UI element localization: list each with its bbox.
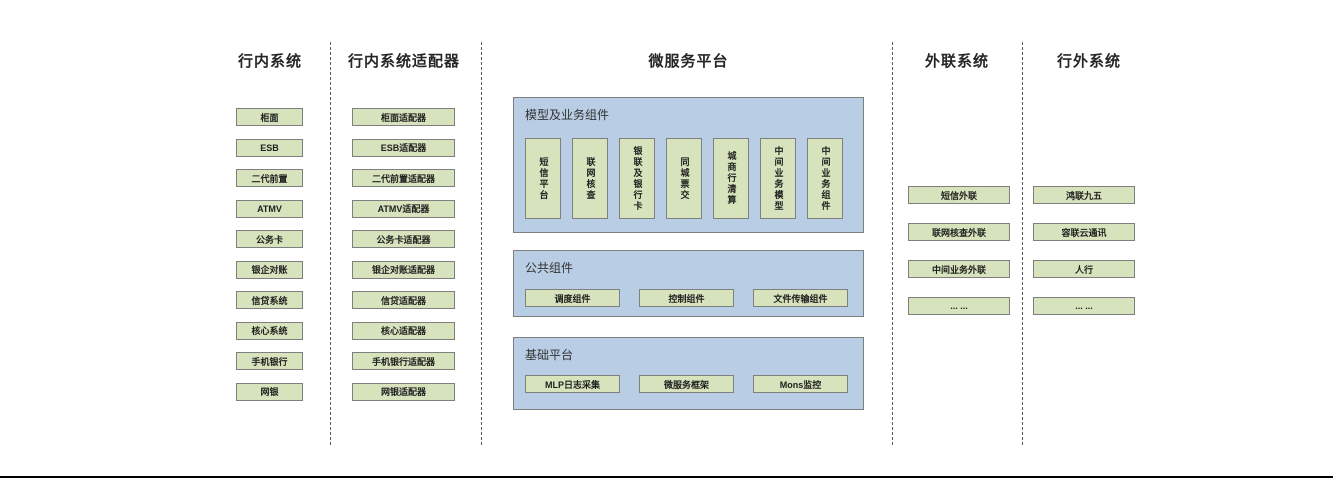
adapter-box: 网银适配器: [352, 382, 455, 401]
external-link-box: 短信外联: [908, 186, 1010, 204]
panel-title: 公共组件: [525, 261, 574, 275]
adapter-box: 柜面适配器: [352, 108, 455, 126]
base-platform-row: MLP日志采集 微服务框架 Mons监控: [525, 375, 848, 393]
column-separator: [330, 42, 331, 445]
outside-system-box: 鸿联九五: [1033, 186, 1135, 204]
system-box: 手机银行: [236, 352, 303, 370]
component-box: MLP日志采集: [525, 375, 620, 393]
adapter-box: 银企对账适配器: [352, 260, 455, 279]
component-box: 中间业务组件: [807, 138, 843, 219]
system-box: 银企对账: [236, 260, 303, 279]
system-box: ESB: [236, 138, 303, 157]
component-box: 中间业务模型: [760, 138, 796, 219]
system-box: 网银: [236, 382, 303, 401]
adapter-box: ESB适配器: [352, 138, 455, 157]
outside-system-box: 容联云通讯: [1033, 223, 1135, 241]
outside-system-box: ... ...: [1033, 297, 1135, 315]
panel-title: 基础平台: [525, 348, 574, 362]
header-microservice-platform: 微服务平台: [648, 53, 729, 70]
component-box: 微服务框架: [639, 375, 734, 393]
system-box: 二代前置: [236, 169, 303, 187]
outside-system-box: 人行: [1033, 260, 1135, 278]
component-box: Mons监控: [753, 375, 848, 393]
component-box: 同城票交: [666, 138, 702, 219]
component-box: 联网核查: [572, 138, 608, 219]
common-components-panel: 公共组件 调度组件 控制组件 文件传输组件: [513, 250, 864, 317]
vertical-components-row: 短信平台 联网核查 银联及银行卡 同城票交 城商行清算 中间业务模型 中间业务组…: [525, 138, 843, 219]
adapter-box: 二代前置适配器: [352, 169, 455, 187]
external-link-box: ... ...: [908, 297, 1010, 315]
internal-adapters-column: 柜面适配器 ESB适配器 二代前置适配器 ATMV适配器 公务卡适配器 银企对账…: [352, 108, 455, 401]
model-business-components-panel: 模型及业务组件 短信平台 联网核查 银联及银行卡 同城票交 城商行清算 中间业务…: [513, 97, 864, 233]
component-box: 文件传输组件: [753, 289, 848, 307]
header-outside-systems: 行外系统: [1056, 53, 1121, 70]
component-box: 调度组件: [525, 289, 620, 307]
component-box: 银联及银行卡: [619, 138, 655, 219]
adapter-box: 公务卡适配器: [352, 230, 455, 248]
header-internal-systems: 行内系统: [237, 53, 302, 70]
external-link-column: 短信外联 联网核查外联 中间业务外联 ... ...: [908, 186, 1010, 315]
bottom-rule: [0, 476, 1333, 478]
header-external-link-systems: 外联系统: [924, 53, 989, 70]
system-box: 柜面: [236, 108, 303, 126]
column-separator: [1022, 42, 1023, 445]
external-link-box: 中间业务外联: [908, 260, 1010, 278]
panel-title: 模型及业务组件: [525, 108, 610, 122]
common-components-row: 调度组件 控制组件 文件传输组件: [525, 289, 848, 307]
header-internal-adapters: 行内系统适配器: [347, 53, 460, 70]
adapter-box: 核心适配器: [352, 321, 455, 340]
adapter-box: 手机银行适配器: [352, 352, 455, 370]
adapter-box: 信贷适配器: [352, 291, 455, 309]
outside-systems-column: 鸿联九五 容联云通讯 人行 ... ...: [1033, 186, 1135, 315]
external-link-box: 联网核查外联: [908, 223, 1010, 241]
adapter-box: ATMV适配器: [352, 199, 455, 218]
system-box: 信贷系统: [236, 291, 303, 309]
component-box: 控制组件: [639, 289, 734, 307]
system-box: ATMV: [236, 199, 303, 218]
component-box: 城商行清算: [713, 138, 749, 219]
internal-systems-column: 柜面 ESB 二代前置 ATMV 公务卡 银企对账 信贷系统 核心系统 手机银行…: [236, 108, 303, 401]
system-box: 核心系统: [236, 321, 303, 340]
component-box: 短信平台: [525, 138, 561, 219]
system-box: 公务卡: [236, 230, 303, 248]
base-platform-panel: 基础平台 MLP日志采集 微服务框架 Mons监控: [513, 337, 864, 410]
column-separator: [481, 42, 482, 445]
column-separator: [892, 42, 893, 445]
